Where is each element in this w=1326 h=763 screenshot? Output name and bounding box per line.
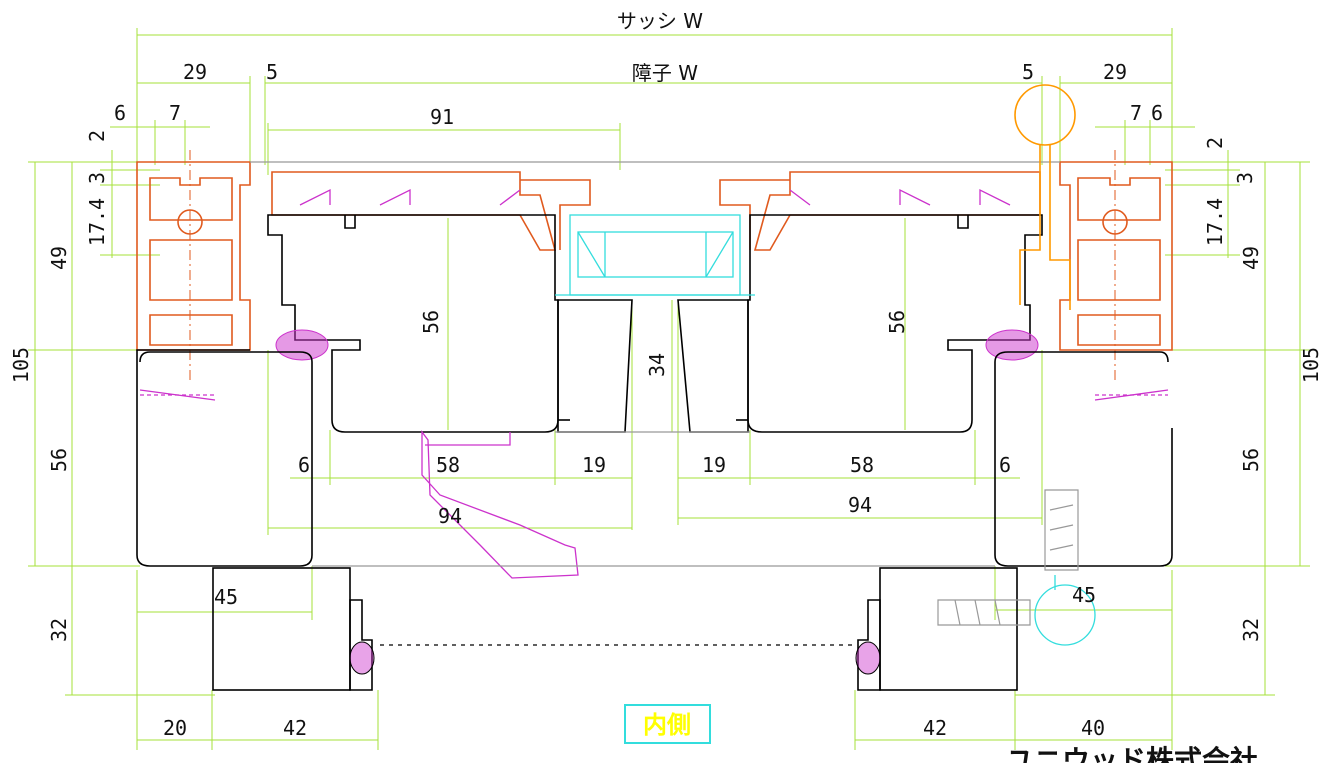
left-frame-profile — [136, 150, 251, 428]
dimension-texts: サッシ W 障子 W 29 5 5 29 6 7 7 6 91 2 3 17.4… — [9, 9, 1323, 740]
dim-left-3: 3 — [85, 172, 109, 184]
dim-right-2: 2 — [1203, 137, 1227, 149]
dim-left-58: 58 — [436, 453, 460, 477]
dim-right-42: 42 — [923, 716, 947, 740]
dim-right-6: 6 — [1151, 101, 1163, 125]
dim-left-29: 29 — [183, 60, 207, 84]
dim-right-56: 56 — [1239, 448, 1263, 472]
dim-right-3: 3 — [1233, 172, 1257, 184]
dim-right-32: 32 — [1239, 618, 1263, 642]
crescent-hardware — [937, 489, 1096, 646]
dim-right-17-4: 17.4 — [1203, 198, 1227, 246]
dim-left-94: 94 — [438, 504, 462, 528]
dim-left-17-4: 17.4 — [85, 198, 109, 246]
dim-left-gap-6: 6 — [298, 453, 310, 477]
dim-left-sash-56: 56 — [419, 310, 443, 334]
shoji-width-label: 障子 W — [632, 61, 698, 85]
dimension-lines — [28, 28, 1310, 750]
dim-right-19: 19 — [702, 453, 726, 477]
lock-hardware — [1014, 84, 1076, 310]
dim-left-6: 6 — [114, 101, 126, 125]
lower-frame — [136, 161, 1173, 691]
sash-width-label: サッシ W — [617, 9, 703, 33]
dim-20: 20 — [163, 716, 187, 740]
right-sash — [719, 171, 1043, 433]
dim-left-105: 105 — [9, 347, 33, 383]
dim-right-sash-56: 56 — [885, 310, 909, 334]
dim-left-56: 56 — [47, 448, 71, 472]
dim-left-42: 42 — [283, 716, 307, 740]
dim-91: 91 — [430, 105, 454, 129]
dim-right-gap-6: 6 — [999, 453, 1011, 477]
dim-40: 40 — [1081, 716, 1105, 740]
dim-right-49: 49 — [1239, 246, 1263, 270]
dim-left-19: 19 — [582, 453, 606, 477]
left-sash — [267, 171, 591, 433]
dim-34: 34 — [645, 353, 669, 377]
dim-left-2: 2 — [85, 130, 109, 142]
dim-right-7: 7 — [1130, 101, 1142, 125]
right-frame-profile — [1059, 150, 1173, 401]
dim-right-94: 94 — [848, 493, 872, 517]
dim-left-5: 5 — [266, 60, 278, 84]
dim-left-45: 45 — [214, 585, 238, 609]
dim-right-5: 5 — [1022, 60, 1034, 84]
inside-label: 内側 — [624, 704, 711, 744]
dim-right-29: 29 — [1103, 60, 1127, 84]
company-name: ユニウッド株式会社 — [1006, 744, 1258, 763]
inside-text: 内側 — [643, 711, 691, 739]
glazing-unit — [555, 214, 755, 296]
dim-left-32: 32 — [47, 618, 71, 642]
dim-left-7: 7 — [169, 101, 181, 125]
dim-right-45: 45 — [1072, 583, 1096, 607]
dim-right-58: 58 — [850, 453, 874, 477]
dim-left-49: 49 — [47, 246, 71, 270]
dim-right-105: 105 — [1299, 347, 1323, 383]
